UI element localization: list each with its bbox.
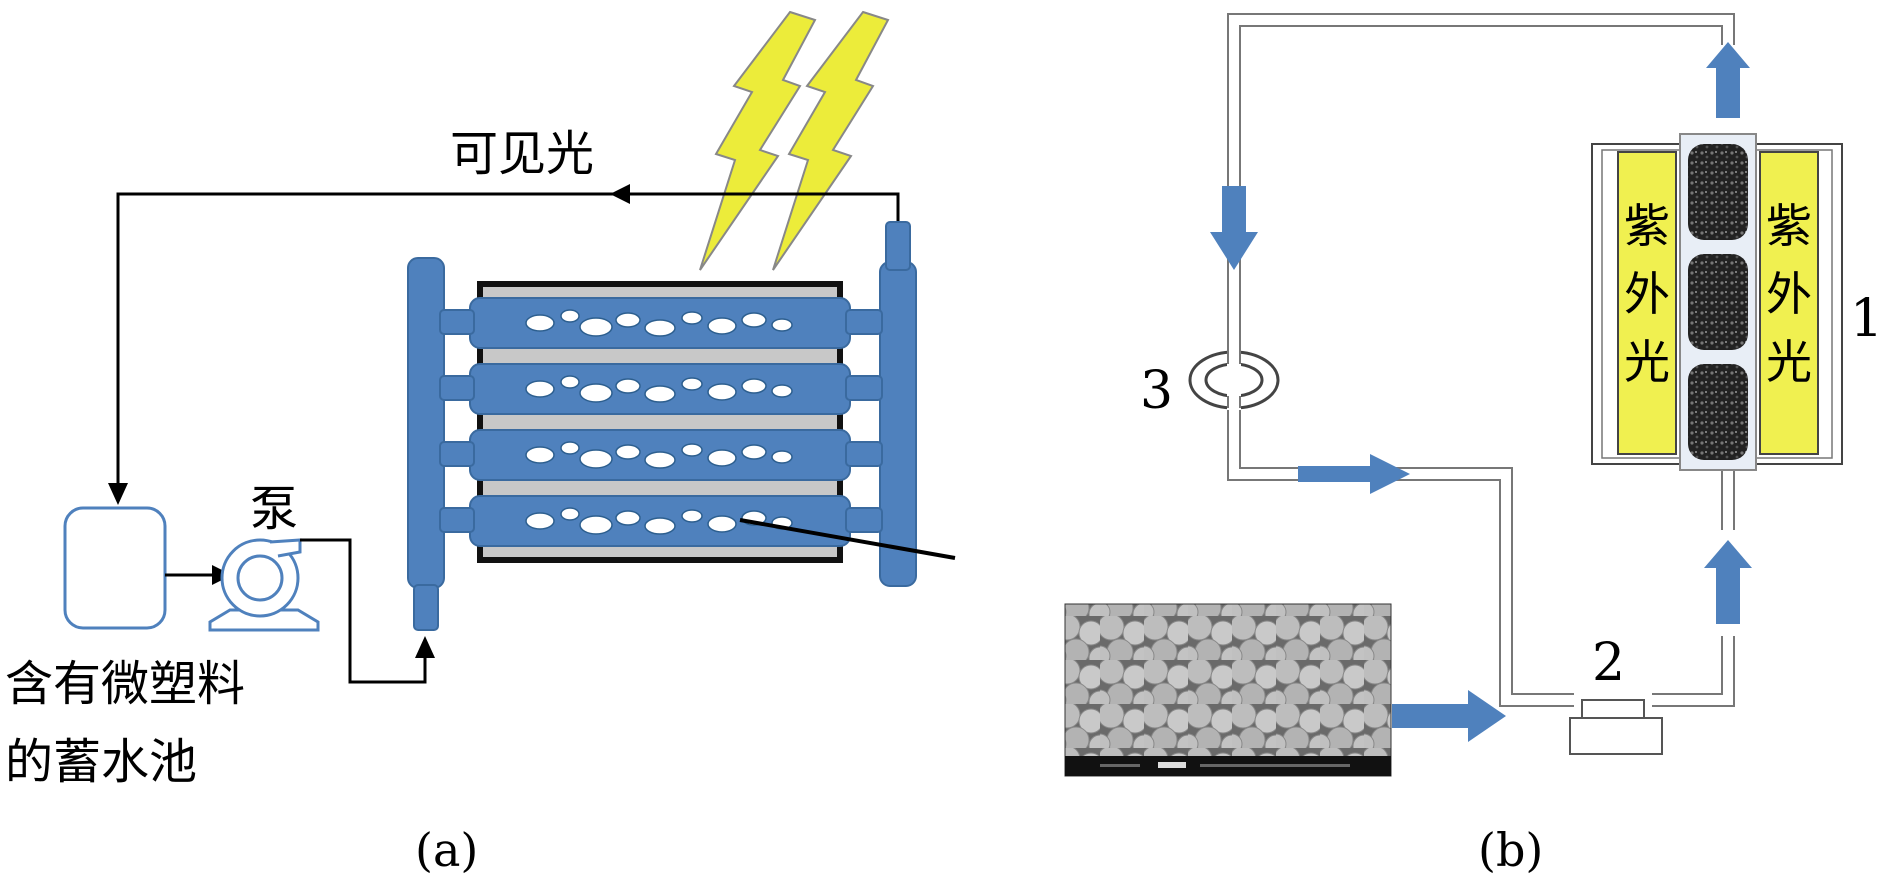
flow-arrow-down-icon bbox=[1210, 186, 1258, 270]
visible-light-label: 可见光 bbox=[450, 126, 594, 182]
return-line bbox=[116, 192, 900, 492]
catalyst-block bbox=[1688, 144, 1748, 240]
marker-3: 3 bbox=[1140, 361, 1173, 421]
reservoir-label-line2: 的蓄水池 bbox=[5, 734, 197, 790]
uv-right-char-1: 紫 bbox=[1766, 199, 1812, 253]
pump-outlet bbox=[269, 538, 302, 558]
pump-label: 泵 bbox=[250, 481, 298, 537]
uv-left-char-2: 外 bbox=[1624, 267, 1670, 321]
valve-gap bbox=[1227, 350, 1241, 410]
catalyst-block bbox=[1688, 254, 1748, 350]
sem-micrograph bbox=[1064, 603, 1392, 777]
reservoir-tank bbox=[63, 506, 167, 630]
panel-b-caption: (b) bbox=[1478, 823, 1543, 877]
marker-1: 1 bbox=[1850, 289, 1882, 349]
down-arrow-icon bbox=[108, 483, 128, 505]
left-manifold bbox=[407, 257, 445, 589]
uv-lamp-right bbox=[1759, 151, 1819, 455]
uv-right-char-2: 外 bbox=[1766, 267, 1812, 321]
marker-2: 2 bbox=[1592, 633, 1625, 693]
pump-base bbox=[208, 608, 320, 632]
return-arrow-icon bbox=[610, 184, 630, 204]
tube-connectors bbox=[439, 309, 883, 533]
flow-arrow-right-middle-icon bbox=[1298, 454, 1410, 494]
right-manifold bbox=[879, 261, 917, 587]
panel-b: 3 2 紫 外 光 紫 外 光 1 (b) bbox=[1064, 13, 1882, 877]
pointer-line bbox=[739, 518, 956, 560]
right-manifold-nozzle bbox=[885, 221, 911, 271]
uv-left-char-1: 紫 bbox=[1624, 199, 1670, 253]
reactor-inlet-arrow-icon bbox=[415, 636, 435, 658]
pump-box bbox=[1569, 717, 1663, 755]
catalyst-block bbox=[1688, 364, 1748, 460]
flow-arrow-up-right-icon bbox=[1704, 540, 1752, 624]
panel-a-caption: (a) bbox=[415, 823, 478, 877]
flow-arrow-right-bottom-icon bbox=[1392, 690, 1506, 742]
pipe-loop bbox=[1227, 13, 1735, 707]
pump-to-reactor-line bbox=[300, 538, 427, 684]
uv-left-char-3: 光 bbox=[1624, 335, 1670, 389]
panel-a: 可见光 泵 bbox=[5, 10, 956, 877]
pump-hub bbox=[236, 554, 284, 602]
flow-arrow-up-top-icon bbox=[1706, 42, 1750, 118]
uv-reactor bbox=[1591, 133, 1843, 471]
left-manifold-nozzle bbox=[413, 584, 439, 631]
microplastic-particles bbox=[525, 309, 793, 535]
reservoir-label-line1: 含有微塑料 bbox=[5, 656, 245, 712]
uv-lamp-left bbox=[1617, 151, 1677, 455]
lightning-bolt-left-icon bbox=[699, 10, 817, 271]
uv-right-char-3: 光 bbox=[1766, 335, 1812, 389]
lightning-bolt-right-icon bbox=[772, 10, 890, 271]
